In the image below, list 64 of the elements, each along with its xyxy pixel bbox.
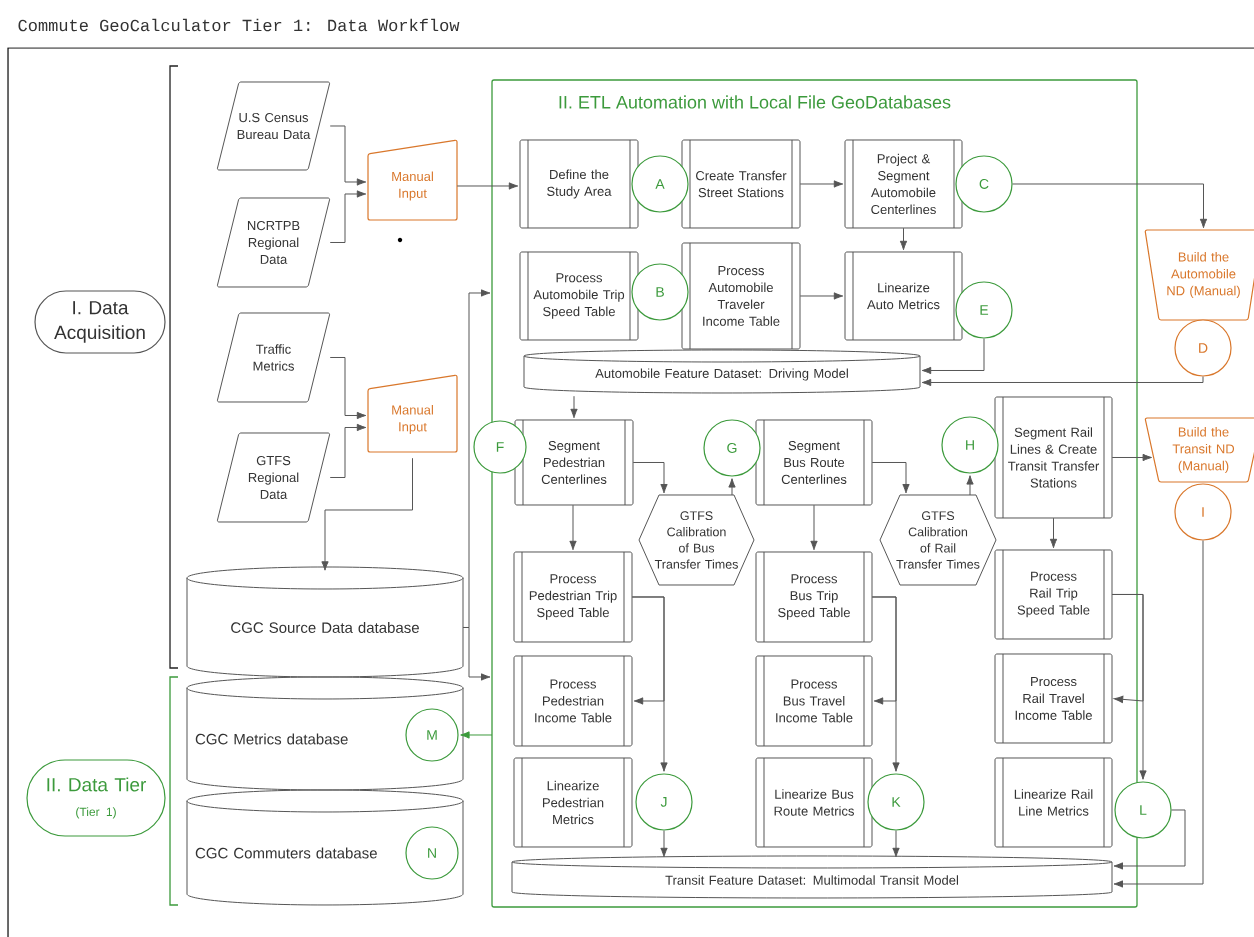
dataset-cylinder: Transit Feature Dataset: Multimodal Transit Model: [511, 855, 1113, 899]
arrow: [892, 830, 900, 858]
process-box: Create Transfer Street Stations: [681, 139, 801, 229]
arrow: [462, 627, 491, 681]
arrow: [1111, 453, 1152, 462]
process-box: Linearize Auto Metrics: [844, 251, 963, 341]
process-box: Process Rail Trip Speed Table: [994, 549, 1113, 640]
title: Commute GeoCalculator Tier 1: Data Workflow: [18, 18, 460, 32]
arrow: [799, 180, 844, 188]
process-box: Process Rail Travel Income Table: [994, 653, 1113, 744]
arrow: [632, 462, 668, 494]
data-parallelogram: U.S Census Bureau Data: [216, 81, 331, 171]
arrow: [810, 504, 818, 551]
manual-operation-box: Build the Transit ND (Manual): [1144, 417, 1254, 483]
process-box: Process Automobile Traveler Income Table: [681, 242, 801, 350]
arrow: [1049, 517, 1058, 549]
arrow: [631, 596, 668, 772]
process-box: Process Automobile Trip Speed Table: [519, 251, 639, 341]
preparation-hexagon: GTFS Calibration of Bus Transfer Times: [638, 494, 755, 586]
manual-input-box: Manual Input: [367, 374, 458, 453]
arrow: [1113, 809, 1186, 870]
dataset-cylinder: Automobile Feature Dataset: Driving Model: [523, 349, 921, 394]
arrow: [321, 457, 413, 571]
process-box: Linearize Pedestrian Metrics: [513, 757, 633, 848]
process-box: Define the Study Area: [519, 139, 639, 229]
arrow: [329, 190, 367, 243]
process-box: Process Bus Trip Speed Table: [755, 551, 873, 643]
process-box: Process Bus Travel Income Table: [755, 655, 873, 747]
database-cylinder: CGC Source Data database: [186, 566, 464, 678]
process-box: Process Pedestrian Income Table: [513, 655, 633, 747]
arrow: [899, 227, 908, 251]
process-box: Linearize Bus Route Metrics: [755, 757, 873, 848]
data-parallelogram: Traffic Metrics: [216, 312, 331, 403]
arrow: [799, 292, 844, 300]
arrow: [966, 475, 974, 496]
arrow: [460, 731, 493, 739]
arrow: [921, 376, 1204, 387]
arrow: [329, 357, 367, 420]
arrow: [569, 504, 577, 551]
preparation-hexagon: GTFS Calibration of Rail Transfer Times: [879, 494, 997, 586]
arrow: [871, 596, 900, 772]
process-box: Project & Segment Automobile Centerlines: [844, 139, 963, 229]
process-box: Process Pedestrian Trip Speed Table: [513, 551, 633, 643]
terminal-box: I. Data Acquisition: [34, 290, 166, 354]
data-parallelogram: GTFS Regional Data: [216, 432, 331, 523]
process-box: Segment Bus Route Centerlines: [755, 419, 873, 506]
arrow: [570, 395, 578, 419]
arrow: [1012, 183, 1208, 229]
arrow: [1113, 540, 1204, 888]
terminal-box: II. Data Tier (Tier 1): [26, 759, 166, 837]
process-box: Linearize Rail Line Metrics: [994, 757, 1113, 848]
arrow: [921, 338, 985, 375]
arrow: [871, 462, 910, 494]
arrow: [1111, 594, 1147, 780]
arrow: [456, 182, 519, 190]
manual-input-box: Manual Input: [367, 139, 458, 221]
manual-operation-box: Build the Automobile ND (Manual): [1144, 229, 1254, 321]
arrow: [329, 125, 367, 186]
arrow: [329, 423, 367, 478]
arrow: [728, 478, 736, 496]
process-box: Segment Pedestrian Centerlines: [514, 419, 634, 506]
data-parallelogram: NCRTPB Regional Data: [216, 197, 331, 288]
arrow: [660, 830, 668, 858]
process-box: Segment Rail Lines & Create Transit Transfer Stations: [994, 396, 1113, 519]
